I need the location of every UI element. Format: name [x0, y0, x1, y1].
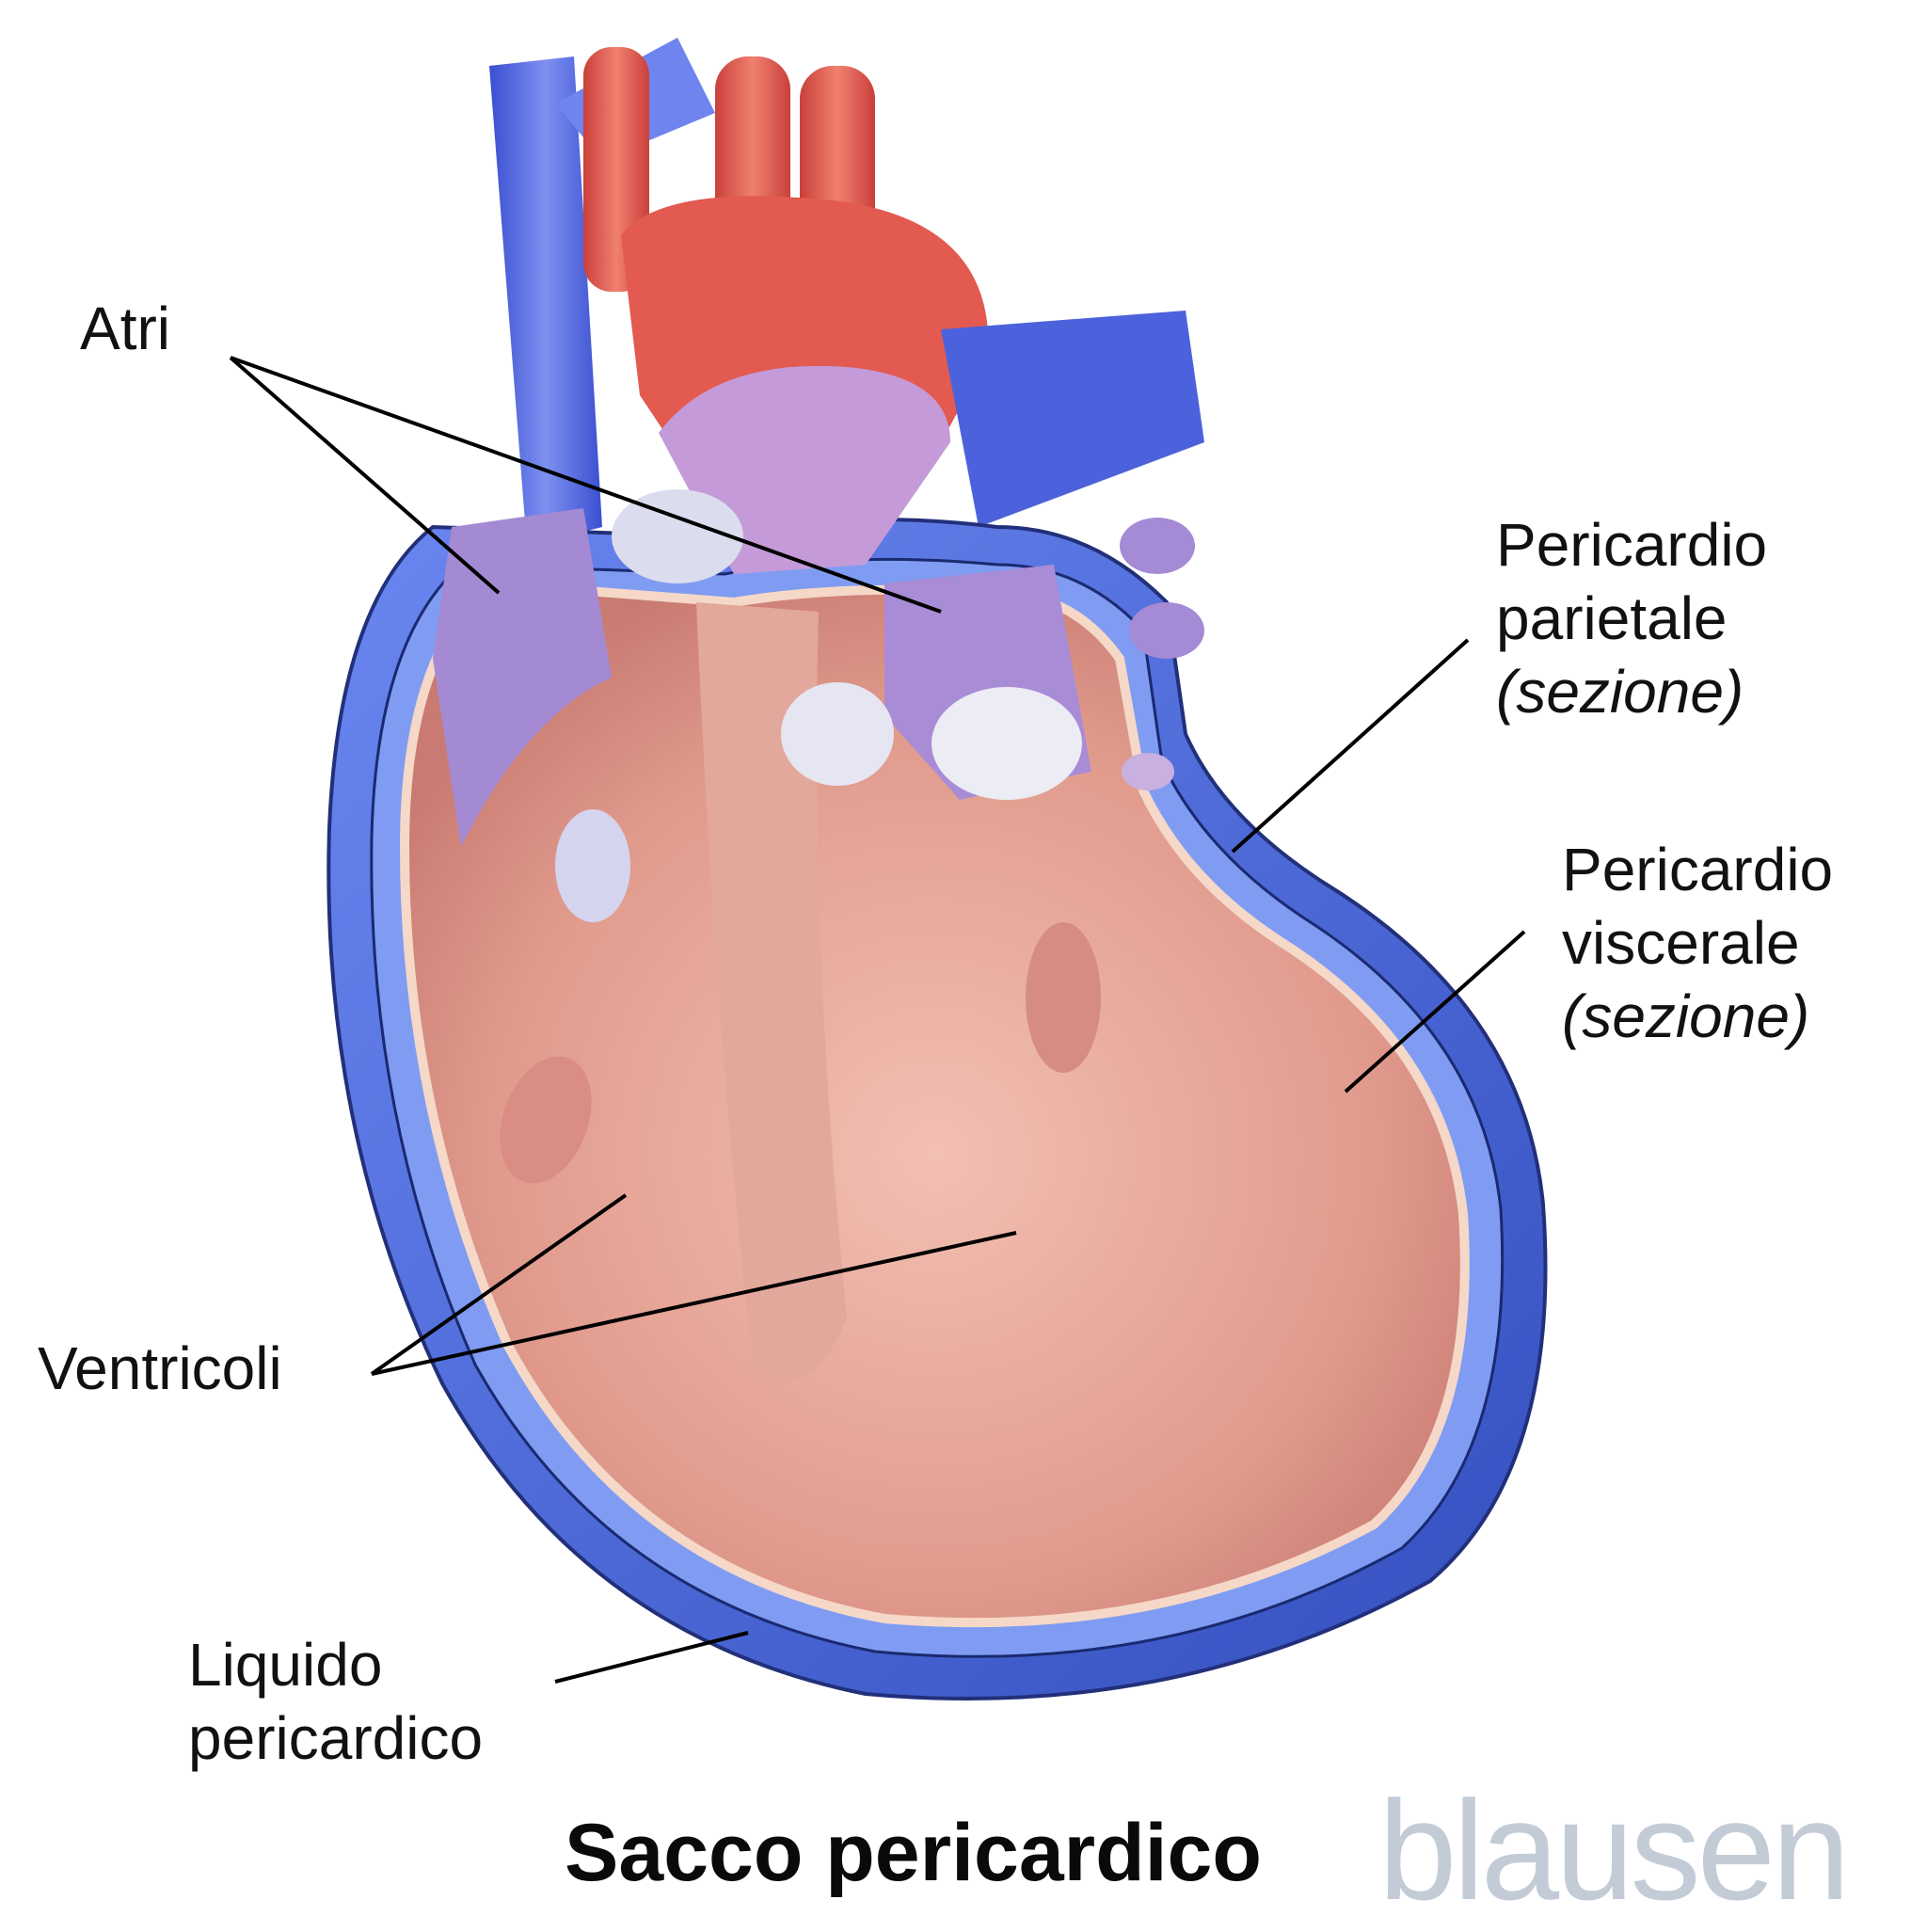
label-line: Pericardio: [1562, 836, 1834, 903]
label-pericardio-viscerale: Pericardio viscerale (sezione): [1562, 833, 1833, 1053]
leader-lines: [229, 356, 1526, 1684]
label-line: Pericardio: [1496, 511, 1768, 579]
label-line: viscerale: [1562, 909, 1800, 977]
heart-valves: [555, 489, 1082, 922]
interventricular-septum: [696, 602, 847, 1381]
right-atrium: [433, 508, 612, 847]
label-liquido-pericardico: Liquido pericardico: [188, 1628, 483, 1775]
diagram-title: Sacco pericardico: [565, 1808, 1262, 1898]
pulmonary-vein: [941, 311, 1204, 527]
pulmonary-vein-stubs: [1120, 518, 1204, 790]
label-line: Liquido: [188, 1631, 383, 1699]
label-ventricoli: Ventricoli: [38, 1334, 282, 1402]
label-line: (sezione): [1562, 982, 1810, 1050]
brand-logo: blausen: [1378, 1771, 1850, 1929]
label-line: pericardico: [188, 1704, 484, 1772]
label-line: parietale: [1496, 584, 1728, 652]
label-pericardio-parietale: Pericardio parietale (sezione): [1496, 508, 1767, 728]
myocardium: [399, 578, 1470, 1628]
papillary-muscles: [500, 922, 1101, 1184]
label-line: (sezione): [1496, 658, 1744, 726]
label-atri: Atri: [80, 295, 170, 362]
